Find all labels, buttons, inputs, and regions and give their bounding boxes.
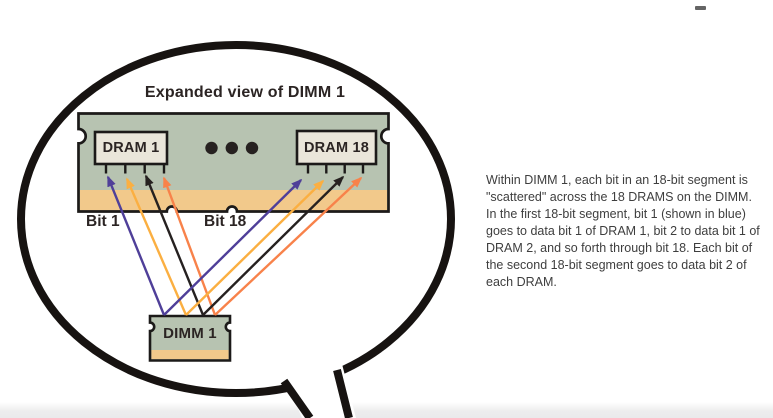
diagram-title: Expanded view of DIMM 1 bbox=[144, 84, 346, 101]
dimm1-module-body bbox=[150, 316, 230, 361]
dimm1-module-outline bbox=[148, 314, 232, 362]
bit-path-arrow-orange-to-dram1 bbox=[162, 176, 217, 316]
speech-bubble-tail-right-edge bbox=[333, 369, 353, 418]
speech-bubble-tail-left-edge bbox=[280, 378, 314, 418]
caption-text: Within DIMM 1, each bit in an 18-bit seg… bbox=[486, 172, 773, 291]
caption-line: In the first 18-bit segment, bit 1 (show… bbox=[486, 207, 746, 221]
dimm1-pcb-strip bbox=[151, 350, 229, 360]
stray-artifact-mark bbox=[695, 6, 706, 10]
bit-path-arrow-purple-to-dram1 bbox=[106, 175, 166, 316]
caption-line: the second 18-bit segment goes to data b… bbox=[486, 258, 747, 272]
caption-line: DRAM 2, and so forth through bit 18. Eac… bbox=[486, 241, 753, 255]
ellipsis-dots bbox=[205, 141, 259, 155]
caption-line: "scattered" across the 18 DRAMS on the D… bbox=[486, 190, 752, 204]
ellipsis-dot bbox=[225, 141, 238, 155]
bit1-label: Bit 1 bbox=[86, 213, 120, 230]
dram1-chip-label: DRAM 1 bbox=[102, 140, 160, 156]
ellipsis-dot bbox=[245, 141, 259, 155]
bit-path-arrow-black-to-dram18 bbox=[202, 175, 345, 316]
ellipsis-dot bbox=[205, 141, 218, 155]
dimm-module-outline bbox=[77, 112, 390, 213]
caption-line: goes to data bit 1 of DRAM 1, bit 2 to d… bbox=[486, 224, 760, 238]
bit-path-arrow-purple-to-dram18 bbox=[163, 178, 303, 316]
dram18-pins bbox=[306, 163, 365, 174]
dram1-chip bbox=[93, 130, 169, 166]
dram18-chip bbox=[295, 129, 378, 166]
page-bottom-band bbox=[0, 402, 773, 418]
dram1-pins bbox=[104, 164, 166, 174]
bit-path-arrow-orange-to-dram18 bbox=[214, 176, 363, 316]
dimm1-module-label: DIMM 1 bbox=[163, 324, 217, 342]
caption-line: Within DIMM 1, each bit in an 18-bit seg… bbox=[486, 173, 748, 187]
bit-path-arrow-yellow-to-dram18 bbox=[185, 179, 325, 316]
caption-line: each DRAM. bbox=[486, 275, 557, 289]
dimm-module-pcb-strip bbox=[79, 190, 388, 211]
bit18-label: Bit 18 bbox=[204, 213, 247, 230]
bit-path-arrow-yellow-to-dram1 bbox=[125, 177, 188, 316]
bit-path-arrow-black-to-dram1 bbox=[144, 174, 205, 316]
dram18-chip-label: DRAM 18 bbox=[303, 139, 370, 156]
bit-path-arrows bbox=[106, 174, 363, 316]
